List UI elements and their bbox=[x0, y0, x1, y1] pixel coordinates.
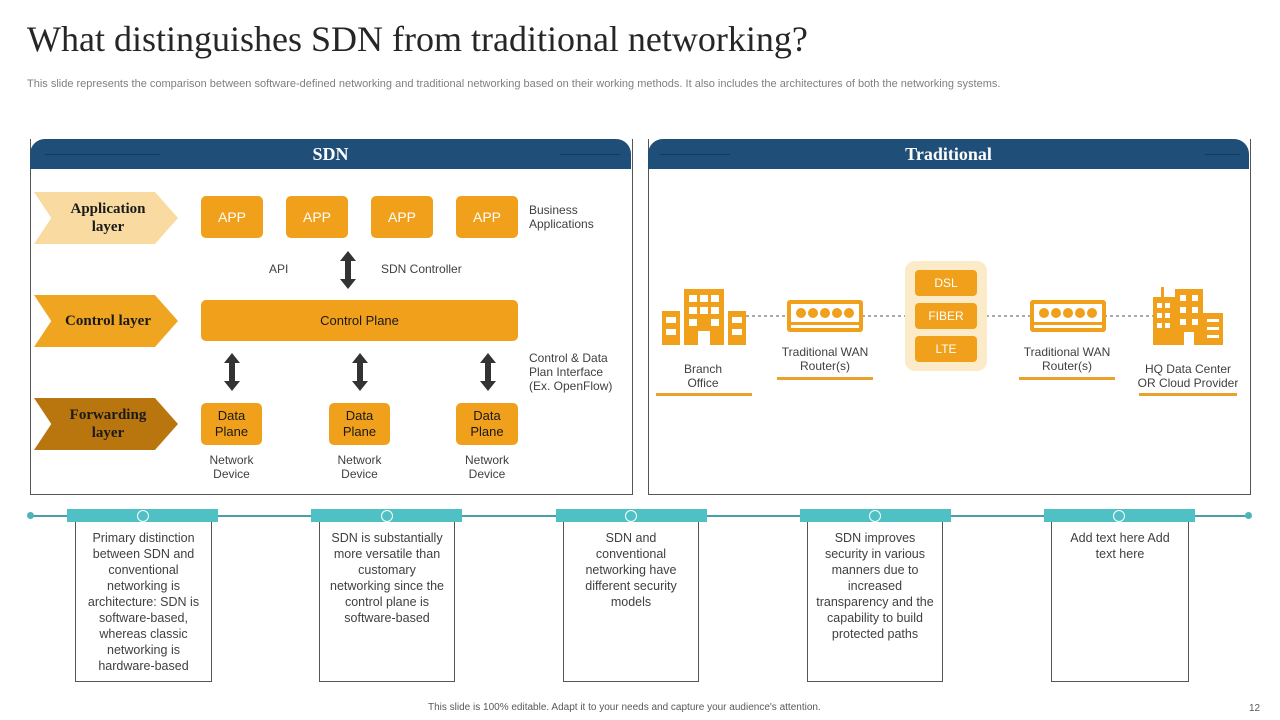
timeline-card-text: Primary distinction between SDN and conv… bbox=[87, 531, 200, 673]
app-box: APP bbox=[371, 196, 433, 238]
traditional-panel-header: Traditional bbox=[648, 139, 1249, 169]
timeline-card: Add text here Add text here bbox=[1051, 522, 1189, 682]
timeline-start-dot bbox=[27, 512, 34, 519]
control-layer-chevron: Control layer bbox=[34, 295, 178, 347]
dsl-link-box: DSL bbox=[915, 270, 977, 296]
timeline-end-dot bbox=[1245, 512, 1252, 519]
double-arrow-icon bbox=[340, 251, 356, 289]
sdn-header-rule-right bbox=[560, 154, 620, 155]
app-box: APP bbox=[286, 196, 348, 238]
lte-link-box: LTE bbox=[915, 336, 977, 362]
slide-title: What distinguishes SDN from traditional … bbox=[27, 19, 808, 59]
data-plane-box: Data Plane bbox=[456, 403, 518, 445]
timeline-card: SDN is substantially more versatile than… bbox=[319, 522, 455, 682]
interface-label: Control & Data Plan Interface (Ex. OpenF… bbox=[529, 351, 613, 393]
branch-office-building-icon bbox=[662, 289, 746, 345]
timeline-marker bbox=[137, 510, 149, 522]
wan-router-left-underline bbox=[777, 377, 873, 380]
wan-router-right-underline bbox=[1019, 377, 1115, 380]
network-device-label: Network Device bbox=[337, 453, 382, 481]
branch-office-underline bbox=[656, 393, 752, 396]
hq-building-icon bbox=[1153, 287, 1223, 345]
slide-subtitle: This slide represents the comparison bet… bbox=[27, 78, 1001, 90]
timeline-card: SDN and conventional networking have dif… bbox=[563, 522, 699, 682]
control-layer-label: Control layer bbox=[65, 313, 151, 329]
connection-lines bbox=[740, 315, 1155, 317]
api-label: API bbox=[269, 262, 289, 276]
timeline-card-text: Add text here Add text here bbox=[1070, 531, 1170, 561]
data-plane-box: Data Plane bbox=[329, 403, 390, 445]
wan-router-icon bbox=[787, 300, 863, 332]
timeline-card: Primary distinction between SDN and conv… bbox=[75, 522, 212, 682]
timeline-card-text: SDN and conventional networking have dif… bbox=[585, 531, 677, 609]
timeline-marker bbox=[1113, 510, 1125, 522]
double-arrow-icon bbox=[352, 353, 368, 391]
hq-label: HQ Data Center OR Cloud Provider bbox=[1137, 362, 1239, 390]
network-device-label: Network Device bbox=[464, 453, 509, 481]
forwarding-layer-chevron: Forwarding layer bbox=[34, 398, 178, 450]
hq-underline bbox=[1139, 393, 1237, 396]
control-plane-box: Control Plane bbox=[201, 300, 518, 341]
data-plane-box: Data Plane bbox=[201, 403, 262, 445]
wan-router-left-label: Traditional WAN Router(s) bbox=[781, 345, 869, 373]
footer-note: This slide is 100% editable. Adapt it to… bbox=[428, 702, 821, 713]
branch-office-label: Branch Office bbox=[683, 362, 723, 390]
double-arrow-icon bbox=[480, 353, 496, 391]
application-layer-chevron: Application layer bbox=[34, 192, 178, 244]
double-arrow-icon bbox=[224, 353, 240, 391]
timeline-marker bbox=[625, 510, 637, 522]
fiber-link-box: FIBER bbox=[915, 303, 977, 329]
timeline-card-text: SDN is substantially more versatile than… bbox=[330, 531, 444, 625]
network-device-label: Network Device bbox=[209, 453, 254, 481]
business-applications-label: Business Applications bbox=[529, 203, 594, 231]
forwarding-layer-label: Forwarding layer bbox=[69, 407, 147, 441]
timeline-marker bbox=[381, 510, 393, 522]
page-number: 12 bbox=[1249, 703, 1261, 714]
app-box: APP bbox=[201, 196, 263, 238]
timeline-card: SDN improves security in various manners… bbox=[807, 522, 943, 682]
sdn-controller-label: SDN Controller bbox=[381, 262, 462, 276]
traditional-header-rule-left bbox=[660, 154, 730, 155]
wan-router-right-label: Traditional WAN Router(s) bbox=[1023, 345, 1111, 373]
timeline-marker bbox=[869, 510, 881, 522]
timeline-card-text: SDN improves security in various manners… bbox=[816, 531, 934, 641]
sdn-header-rule-left bbox=[45, 154, 160, 155]
application-layer-label: Application layer bbox=[70, 201, 146, 235]
traditional-header-rule-right bbox=[1205, 154, 1240, 155]
app-box: APP bbox=[456, 196, 518, 238]
wan-router-icon bbox=[1030, 300, 1106, 332]
